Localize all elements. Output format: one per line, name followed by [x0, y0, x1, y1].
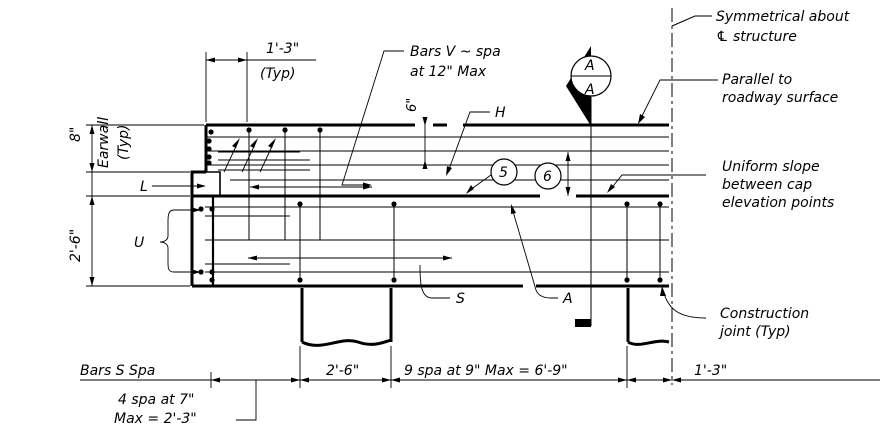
- bottom-dims: [80, 346, 880, 421]
- callout-6-text: 6: [543, 169, 552, 185]
- callout-5-leader: [469, 174, 492, 191]
- uniform-slope-line2: between cap: [722, 177, 812, 193]
- section-a-marker: [566, 46, 612, 327]
- bars-v-line1: Bars V ~ spa: [410, 44, 501, 60]
- lap-arrows: [223, 138, 452, 261]
- s-label: S: [456, 291, 465, 307]
- callout-5-circle: [490, 158, 518, 186]
- bar-dots: [198, 127, 663, 283]
- column-right: [626, 288, 670, 346]
- construction-joint-leader: [662, 289, 707, 319]
- h-label: H: [495, 105, 506, 121]
- callout-6-circle: [534, 162, 562, 190]
- four-spa-line1: 4 spa at 7": [118, 392, 194, 408]
- earwall-line1: Earwall: [96, 117, 112, 168]
- column-left: [300, 288, 393, 347]
- dim-6-text: 6": [405, 98, 420, 112]
- parallel-line2: roadway surface: [722, 90, 838, 106]
- earwall-line2: (Typ): [116, 125, 132, 160]
- symmetry-leader: [671, 15, 712, 27]
- symmetry-label-line2: ℄ structure: [716, 29, 797, 45]
- bars-s-spa-label: Bars S Spa: [80, 363, 155, 379]
- bars-v-line2: at 12" Max: [410, 64, 487, 80]
- reinforcement-lines: [205, 130, 669, 282]
- dim-9spa-text: 9 spa at 9" Max = 6'-9": [404, 363, 568, 379]
- bars-v-leader: [341, 50, 404, 186]
- parallel-line1: Parallel to: [722, 72, 792, 88]
- construction-line1: Construction: [720, 306, 809, 322]
- a-label: A: [562, 291, 573, 307]
- top-dim-1-3: [205, 52, 316, 122]
- left-dims: [86, 124, 204, 287]
- construction-line2: joint (Typ): [718, 324, 791, 340]
- top-dim-typ: (Typ): [260, 66, 295, 82]
- u-label: U: [134, 235, 144, 251]
- four-spa-line2: Max = 2'-3": [114, 411, 197, 427]
- s-leader: [419, 264, 450, 299]
- a-leader: [511, 207, 558, 299]
- callout-5-text: 5: [499, 165, 508, 181]
- dim-2-6-left-text: 2'-6": [68, 229, 84, 262]
- dim-1-3-bottom-text: 1'-3": [694, 363, 727, 379]
- l-label: L: [140, 179, 148, 195]
- parallel-leader: [639, 79, 718, 121]
- cap-outline: [190, 123, 669, 288]
- top-dim-text: 1'-3": [266, 41, 299, 57]
- section-a-top-letter: A: [584, 58, 595, 74]
- dim-2-6-bottom-text: 2'-6": [326, 363, 359, 379]
- uniform-slope-line3: elevation points: [722, 195, 834, 211]
- u-bracket: [159, 209, 198, 273]
- uniform-slope-line1: Uniform slope: [722, 159, 820, 175]
- uniform-slope-leader: [609, 174, 706, 191]
- h-leader: [447, 111, 490, 173]
- dim-8-text: 8": [68, 127, 84, 142]
- symmetry-label-line1: Symmetrical about: [716, 9, 850, 25]
- section-a-bottom-letter: A: [584, 82, 595, 98]
